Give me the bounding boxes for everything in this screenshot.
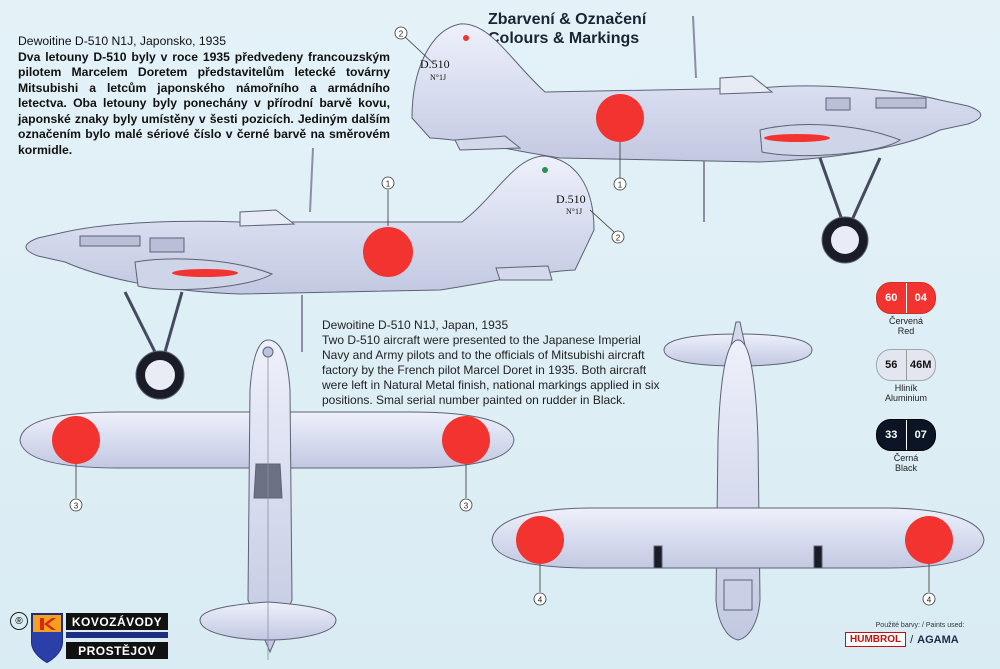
- antenna-mast: [309, 147, 314, 213]
- swatch-aluminium-name-en: Aluminium: [884, 393, 927, 403]
- fuselage-hinomaru: [596, 94, 644, 142]
- side-view-right: D.510 N°1J: [411, 15, 982, 264]
- side-view-left: D.510 N°1J: [25, 147, 595, 400]
- swatch-black: 33 07 Černá Black: [876, 419, 936, 473]
- undercarriage-strut: [123, 291, 184, 353]
- rudder-serial: D.510: [420, 57, 450, 71]
- callout-label: 4: [538, 596, 543, 605]
- logo-line2: PROSTĚJOV: [66, 642, 168, 659]
- wing-hinomaru-left: [516, 516, 564, 564]
- swatch-red-pill: 60 04: [876, 282, 936, 314]
- wing-hinomaru-left: [52, 416, 100, 464]
- callout-label: 2: [399, 30, 404, 39]
- callout-4-left: 4: [533, 564, 547, 606]
- swatch-red-code-a: 60: [885, 292, 898, 304]
- callout-label: 2: [616, 234, 621, 243]
- rudder-serial: D.510: [556, 192, 586, 206]
- callout-3-right: 3: [459, 464, 473, 512]
- english-heading: Dewoitine D-510 N1J, Japan, 1935: [322, 318, 509, 332]
- wheel-hub: [831, 226, 859, 254]
- swatch-red-code-b: 04: [905, 283, 936, 313]
- wheel-right: [813, 545, 823, 569]
- registered-mark: ®: [10, 612, 28, 630]
- page-title: Zbarvení & Označení Colours & Markings: [488, 10, 646, 48]
- swatch-black-code-b: 07: [905, 420, 936, 450]
- title-english: Colours & Markings: [488, 30, 640, 47]
- callout-4-right: 4: [922, 564, 936, 606]
- swatch-black-code-a: 33: [885, 429, 898, 441]
- english-body: Two D-510 aircraft were presented to the…: [322, 333, 660, 407]
- title-czech: Zbarvení & Označení: [488, 11, 647, 28]
- callout-2-top: 2: [394, 26, 435, 65]
- tailplane: [454, 135, 522, 151]
- kovozavody-logo: ® KOVOZÁVODY PROSTĚJOV: [10, 612, 168, 664]
- czech-body: Dva letouny D-510 byly v roce 1935 předv…: [18, 49, 390, 157]
- antenna-mast: [692, 15, 697, 79]
- rudder-serial-sub: N°1J: [566, 207, 582, 216]
- swatch-black-name-cz: Černá: [893, 453, 919, 463]
- callout-label: 4: [927, 596, 932, 605]
- bottom-view: [491, 321, 985, 641]
- tail-dot: [463, 35, 469, 41]
- czech-description: Dewoitine D-510 N1J, Japonsko, 1935 Dva …: [18, 34, 390, 158]
- callout-label: 1: [386, 180, 391, 189]
- swatch-black-pill: 33 07: [876, 419, 936, 451]
- fuselage-hinomaru: [363, 227, 413, 277]
- radiator: [723, 579, 753, 611]
- shield-icon: [31, 613, 63, 664]
- swatch-aluminium: 56 46M Hliník Aluminium: [876, 349, 936, 403]
- swatch-aluminium-name-cz: Hliník: [894, 383, 918, 393]
- exhaust-ports: [875, 97, 927, 109]
- swatch-red-name-en: Red: [897, 326, 915, 336]
- paints-caption: Použité barvy: / Paints used:: [875, 622, 965, 629]
- callout-3-left: 3: [69, 464, 83, 512]
- spinner: [262, 346, 274, 358]
- logo-line1: KOVOZÁVODY: [66, 613, 168, 630]
- paint-brands: HUMBROL / AGAMA: [845, 632, 995, 647]
- undercarriage-strut: [818, 157, 882, 221]
- callout-label: 1: [618, 181, 623, 190]
- rudder-serial-sub: N°1J: [430, 73, 446, 82]
- humbrol-logo: HUMBROL: [845, 632, 907, 647]
- callout-label: 3: [464, 502, 469, 511]
- canopy: [239, 209, 296, 227]
- callout-2-middle: 2: [589, 209, 625, 244]
- logo-stripe: [66, 632, 168, 638]
- callout-1-middle: 1: [381, 176, 395, 226]
- main-wing-bottom: [491, 507, 985, 569]
- louvers: [149, 237, 185, 253]
- brand-separator: /: [910, 633, 914, 646]
- tailplane: [495, 265, 553, 281]
- swatch-red: 60 04 Červená Red: [876, 282, 936, 336]
- swatch-aluminium-code-a: 56: [885, 359, 898, 371]
- swatch-red-name-cz: Červená: [888, 316, 924, 326]
- callout-1-top: 1: [613, 142, 627, 191]
- wheel-left: [653, 545, 663, 569]
- top-view: [19, 339, 515, 660]
- louvers: [825, 97, 851, 111]
- tail-dot: [542, 167, 548, 173]
- agama-logo: AGAMA: [917, 633, 959, 646]
- english-description: Dewoitine D-510 N1J, Japan, 1935 Two D-5…: [322, 318, 662, 408]
- callout-label: 3: [74, 502, 79, 511]
- canopy: [719, 75, 774, 95]
- swatch-aluminium-code-b: 46M: [905, 350, 936, 380]
- wing-hinomaru-right: [442, 416, 490, 464]
- exhaust-ports: [79, 235, 141, 247]
- wing-root: [759, 124, 902, 157]
- wing-hinomaru-right: [905, 516, 953, 564]
- swatch-black-name-en: Black: [894, 463, 917, 473]
- czech-heading: Dewoitine D-510 N1J, Japonsko, 1935: [18, 34, 226, 48]
- underwing-marking: [764, 134, 830, 142]
- wheel-hub: [145, 360, 175, 390]
- underwing-marking: [172, 269, 238, 277]
- swatch-aluminium-pill: 56 46M: [876, 349, 936, 381]
